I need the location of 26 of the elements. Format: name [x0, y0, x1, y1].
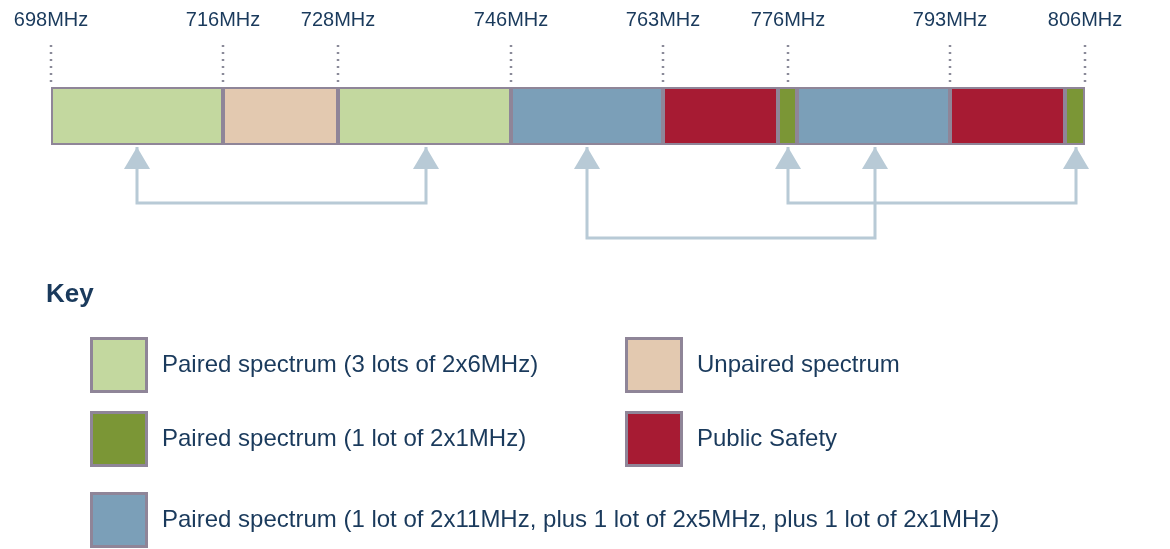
- band-segment: [663, 87, 778, 145]
- legend-label: Paired spectrum (1 lot of 2x1MHz): [162, 424, 527, 452]
- double-arrow: [124, 147, 439, 205]
- band-segment: [51, 87, 223, 145]
- legend-title: Key: [46, 278, 94, 309]
- legend-label: Paired spectrum (3 lots of 2x6MHz): [162, 350, 539, 378]
- frequency-label: 746MHz: [473, 8, 549, 31]
- frequency-label: 763MHz: [625, 8, 701, 31]
- band-segment: [223, 87, 338, 145]
- band-segment: [1065, 87, 1085, 145]
- legend-label: Paired spectrum (1 lot of 2x11MHz, plus 1 lot of 2x5MHz, plus 1 lot of 2x1MHz): [162, 505, 1000, 533]
- double-arrow: [574, 147, 888, 240]
- frequency-label: 806MHz: [1047, 8, 1123, 31]
- frequency-label: 716MHz: [185, 8, 261, 31]
- band-segment: [950, 87, 1065, 145]
- frequency-label: 776MHz: [750, 8, 826, 31]
- legend-label: Public Safety: [697, 424, 838, 452]
- band-segment: [338, 87, 511, 145]
- band-segment: [778, 87, 797, 145]
- band-segment: [511, 87, 663, 145]
- frequency-label: 793MHz: [912, 8, 988, 31]
- legend-label: Unpaired spectrum: [697, 350, 900, 378]
- band-segment: [797, 87, 950, 145]
- double-arrow: [775, 147, 1089, 205]
- frequency-label: 698MHz: [13, 8, 89, 31]
- frequency-label: 728MHz: [300, 8, 376, 31]
